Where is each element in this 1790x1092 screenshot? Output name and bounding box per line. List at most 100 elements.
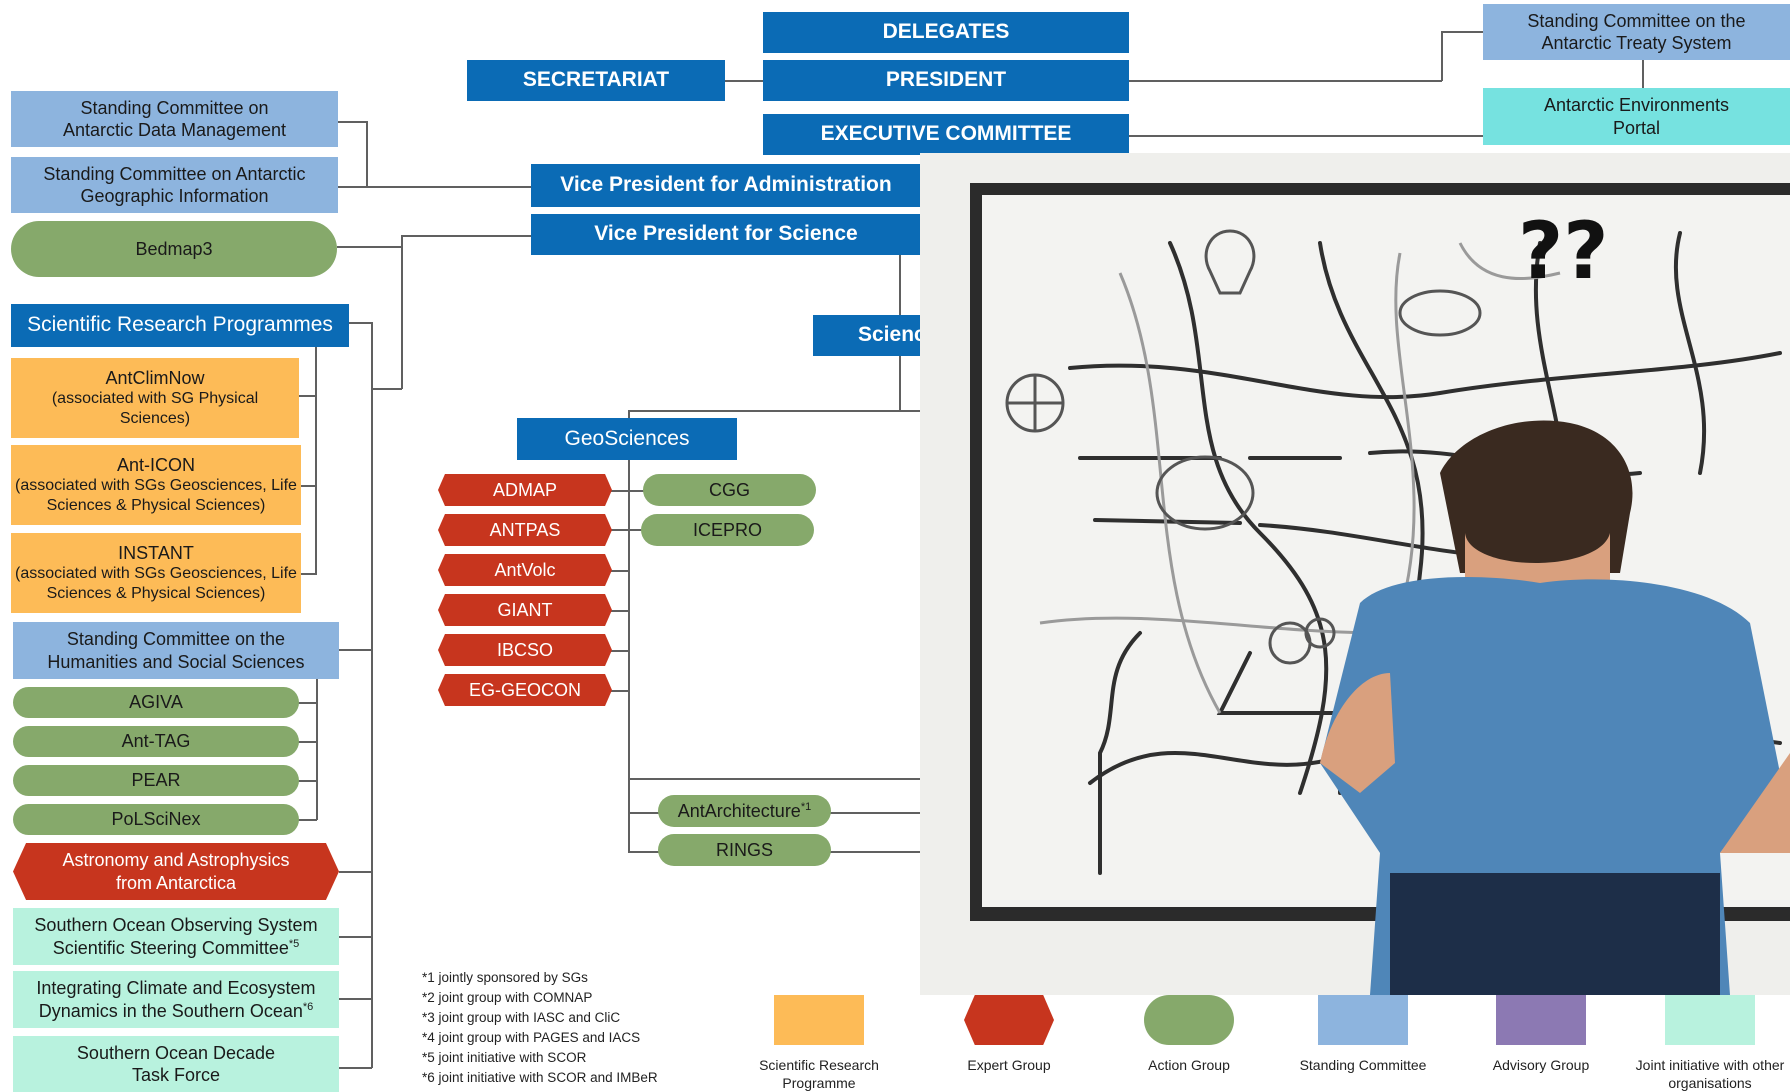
srp-subtitle: (associated with SG Physical Sciences) (51, 390, 259, 428)
footnote: *3 joint group with IASC and CliC (422, 1010, 621, 1025)
executive-committee-box: EXECUTIVE COMMITTEE (763, 114, 1129, 155)
connector (628, 778, 920, 780)
connector (300, 573, 316, 575)
eg-astronomy: Astronomy and Astrophysics from Antarcti… (13, 843, 339, 900)
connector (348, 322, 372, 324)
connector (1128, 135, 1484, 137)
president-box: PRESIDENT (763, 60, 1129, 101)
connector (1128, 80, 1442, 82)
vp-administration-box: Vice President for Administration (531, 164, 921, 207)
srp-title: Ant-ICON (116, 454, 195, 475)
legend-swatch (1144, 995, 1234, 1045)
ji-icedyn: Integrating Climate and Ecosystem Dynami… (13, 971, 339, 1028)
sc-ats-box: Standing Committee on the Antarctic Trea… (1483, 4, 1790, 60)
question-marks: ?? (1518, 207, 1609, 297)
eg-antvolc: AntVolc (438, 554, 612, 586)
legend-label: Advisory Group (1492, 1057, 1590, 1073)
legend-swatch (1665, 995, 1755, 1045)
connector (1441, 31, 1483, 33)
connector (316, 678, 318, 820)
legend-label: Action Group (1148, 1057, 1230, 1073)
connector (628, 410, 630, 852)
legend-label: Joint initiative with other organisation… (1635, 1057, 1785, 1091)
ag-cgg: CGG (643, 474, 816, 506)
connector (371, 388, 402, 390)
eg-giant: GIANT (438, 594, 612, 626)
connector (339, 1067, 372, 1069)
legend-swatch (1496, 995, 1586, 1045)
ag-agiva: AGIVA (13, 687, 299, 718)
connector (610, 690, 629, 692)
connector (610, 570, 629, 572)
footnote: *5 joint initiative with SCOR (422, 1050, 587, 1065)
srp-ant-icon: Ant-ICON (associated with SGs Geoscience… (11, 445, 301, 525)
man-figure (1320, 420, 1790, 995)
sketch-icons (1005, 229, 1482, 665)
connector (298, 395, 316, 397)
connector (1441, 31, 1443, 81)
footnote-mark: *5 (288, 937, 300, 950)
delegates-box: DELEGATES (763, 12, 1129, 53)
vp-science-box: Vice President for Science (531, 214, 921, 255)
srp-instant: INSTANT (associated with SGs Geosciences… (11, 533, 301, 613)
footnote: *6 joint initiative with SCOR and IMBeR (422, 1070, 658, 1085)
legend-swatch (964, 995, 1054, 1045)
connector (610, 650, 629, 652)
connector (337, 121, 367, 123)
legend-label: Scientific Research Programme (759, 1057, 879, 1091)
footnote-mark: *1 (800, 800, 812, 813)
connector (628, 410, 920, 412)
connector (298, 780, 317, 782)
footnote: *2 joint group with COMNAP (422, 990, 593, 1005)
connector (298, 702, 317, 704)
sc-geographic-info-box: Standing Committee on Antarctic Geograph… (11, 157, 338, 213)
bedmap3-pill: Bedmap3 (11, 221, 337, 277)
eg-ibcso: IBCSO (438, 634, 612, 666)
ag-label: AntArchitecture (677, 800, 801, 821)
footnote: *1 jointly sponsored by SGs (422, 970, 588, 985)
ag-antarchitecture: AntArchitecture*1 (658, 795, 831, 827)
srp-subtitle: (associated with SGs Geosciences, Life S… (15, 477, 297, 515)
footnote: *4 joint group with PAGES and IACS (422, 1030, 641, 1045)
sc-data-management-box: Standing Committee on Antarctic Data Man… (11, 91, 338, 147)
connector (339, 649, 372, 651)
connector (725, 80, 763, 82)
ji-sodtf: Southern Ocean Decade Task Force (13, 1036, 339, 1092)
antarctic-environments-portal-box: Antarctic Environments Portal (1483, 88, 1790, 145)
connector (298, 819, 317, 821)
ag-ant-tag: Ant-TAG (13, 726, 299, 757)
ag-icepro: ICEPRO (641, 514, 814, 546)
footnotes: *1 jointly sponsored by SGs *2 joint gro… (422, 968, 658, 1088)
secretariat-box: SECRETARIAT (467, 60, 725, 101)
connector (315, 347, 317, 575)
legend-label: Expert Group (967, 1057, 1051, 1073)
srp-title: INSTANT (118, 542, 194, 563)
connector (300, 485, 316, 487)
connector (610, 490, 644, 492)
connector (610, 529, 644, 531)
sc-hass-box: Standing Committee on the Humanities and… (13, 622, 339, 679)
ag-polscinex: PoLSciNex (13, 804, 299, 835)
srp-antclimnow: AntClimNow (associated with SG Physical … (11, 358, 299, 438)
connector (401, 235, 531, 237)
connector (339, 998, 372, 1000)
connector (337, 186, 531, 188)
legend-swatch (774, 995, 864, 1045)
ag-rings: RINGS (658, 834, 831, 866)
connector (339, 871, 372, 873)
eg-antpas: ANTPAS (438, 514, 612, 546)
srp-subtitle: (associated with SGs Geosciences, Life S… (15, 565, 297, 603)
ag-pear: PEAR (13, 765, 299, 796)
srp-title: AntClimNow (105, 367, 205, 388)
srp-header: Scientific Research Programmes (11, 304, 349, 347)
connector (1642, 60, 1644, 88)
connector (366, 121, 368, 187)
eg-eg-geocon: EG-GEOCON (438, 674, 612, 706)
connector (339, 936, 372, 938)
confused-man-whiteboard-photo: ?? (920, 153, 1790, 995)
connector (371, 322, 373, 1068)
connector (610, 610, 629, 612)
legend-swatch (1318, 995, 1408, 1045)
legend-label: Standing Committee (1299, 1057, 1427, 1073)
ji-label: Southern Ocean Observing System Scientif… (34, 915, 318, 958)
